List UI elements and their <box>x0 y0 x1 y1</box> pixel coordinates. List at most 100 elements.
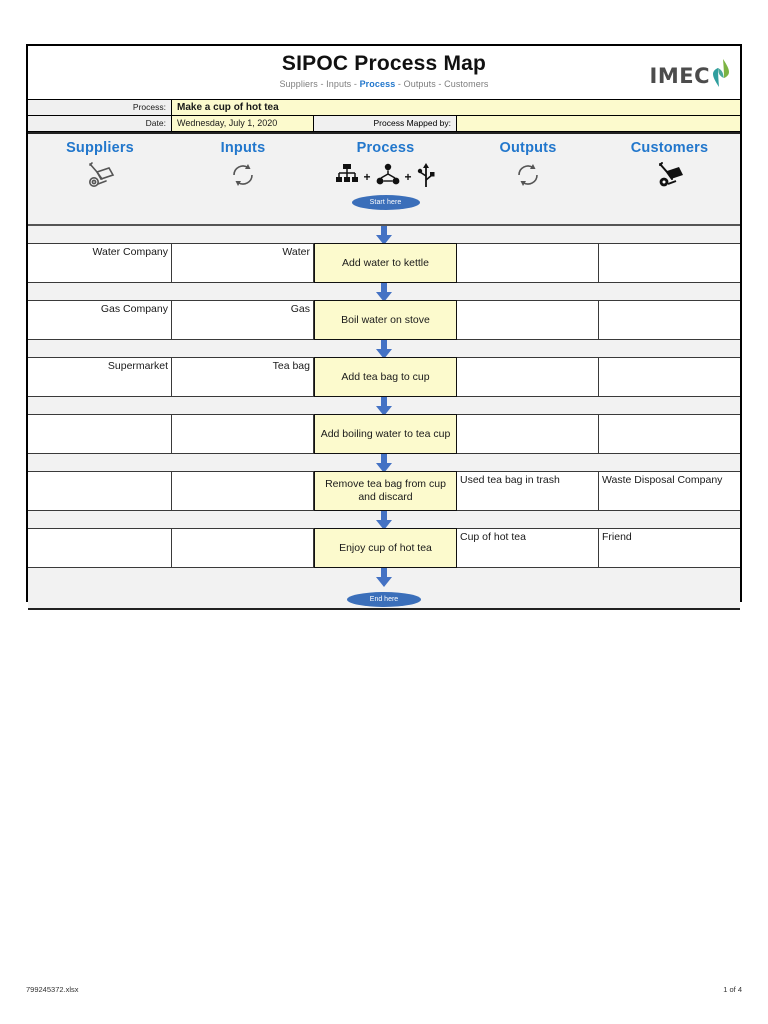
flow-arrow-spacer <box>28 340 740 359</box>
table-row: Enjoy cup of hot tea Cup of hot tea Frie… <box>28 528 740 568</box>
table-row: Water Company Water Add water to kettle <box>28 243 740 283</box>
down-arrow-icon <box>373 340 395 362</box>
cell-customer[interactable] <box>599 244 740 282</box>
cell-input[interactable] <box>172 472 314 510</box>
column-header-customers: Customers <box>599 134 740 224</box>
cell-input[interactable]: Tea bag <box>172 358 314 396</box>
cell-input[interactable]: Gas <box>172 301 314 339</box>
table-row: Add boiling water to tea cup <box>28 414 740 454</box>
cell-process-wrap: Add tea bag to cup <box>314 357 457 397</box>
page-subtitle: Suppliers - Inputs - Process - Outputs -… <box>28 75 740 89</box>
flow-arrow-spacer <box>28 568 740 590</box>
mapped-by-value[interactable] <box>457 116 740 131</box>
cell-supplier[interactable] <box>28 529 172 567</box>
leaf-diamond-icon <box>712 58 730 93</box>
down-arrow-icon <box>373 454 395 476</box>
cell-output[interactable] <box>457 415 599 453</box>
cell-input[interactable] <box>172 529 314 567</box>
sipoc-sheet: SIPOC Process Map Suppliers - Inputs - P… <box>26 44 742 610</box>
people-network-icon <box>376 163 400 192</box>
column-title-customers: Customers <box>630 140 709 156</box>
cell-supplier[interactable] <box>28 472 172 510</box>
cell-output[interactable]: Used tea bag in trash <box>457 472 599 510</box>
cell-supplier[interactable]: Gas Company <box>28 301 172 339</box>
column-header-inputs: Inputs <box>172 134 314 224</box>
cell-process-wrap: Add water to kettle <box>314 243 457 283</box>
process-step-box[interactable]: Add tea bag to cup <box>314 357 457 397</box>
column-header-suppliers: Suppliers <box>28 134 172 224</box>
cell-output[interactable] <box>457 358 599 396</box>
cell-customer[interactable] <box>599 301 740 339</box>
start-here-badge: Start here <box>351 195 420 210</box>
plus-sign-1: + <box>363 170 371 184</box>
cell-output[interactable] <box>457 244 599 282</box>
process-label: Process: <box>28 100 172 115</box>
cell-process-wrap: Enjoy cup of hot tea <box>314 528 457 568</box>
table-row: Gas Company Gas Boil water on stove <box>28 300 740 340</box>
subtitle-post: - Outputs - Customers <box>395 79 489 90</box>
cell-customer[interactable]: Waste Disposal Company <box>602 474 723 486</box>
subtitle-highlight: Process <box>359 79 396 90</box>
cell-output[interactable] <box>457 301 599 339</box>
flow-arrow-spacer <box>28 511 740 530</box>
date-label: Date: <box>28 116 172 131</box>
down-arrow-icon <box>373 226 395 248</box>
process-step-box[interactable]: Remove tea bag from cup and discard <box>314 471 457 511</box>
footer-page-number: 1 of 4 <box>723 985 742 994</box>
column-title-inputs: Inputs <box>220 140 266 156</box>
cell-supplier[interactable]: Supermarket <box>28 358 172 396</box>
cell-process-wrap: Boil water on stove <box>314 300 457 340</box>
table-row: Remove tea bag from cup and discard Used… <box>28 471 740 511</box>
date-value[interactable]: Wednesday, July 1, 2020 <box>172 116 314 131</box>
flow-arrow-spacer <box>28 283 740 302</box>
column-title-outputs: Outputs <box>499 140 557 156</box>
flow-arrow-spacer <box>28 226 740 245</box>
cycle-arrows-icon <box>229 161 257 194</box>
flow-arrow-spacer <box>28 454 740 473</box>
cell-customer[interactable] <box>599 358 740 396</box>
page-footer: 799245372.xlsx 1 of 4 <box>26 985 742 994</box>
cell-supplier[interactable] <box>28 415 172 453</box>
cell-input[interactable] <box>172 415 314 453</box>
logo-text: IMEC <box>649 63 710 88</box>
usb-icon <box>417 162 435 193</box>
imec-logo: IMEC <box>650 58 730 93</box>
cell-input[interactable]: Water <box>172 244 314 282</box>
down-arrow-icon <box>373 397 395 419</box>
footer-filename: 799245372.xlsx <box>26 985 79 994</box>
cell-customer[interactable] <box>599 415 740 453</box>
date-meta-row: Date: Wednesday, July 1, 2020 Process Ma… <box>28 116 740 132</box>
hand-truck-outline-icon <box>84 160 116 195</box>
down-arrow-icon <box>373 283 395 305</box>
process-step-box[interactable]: Add water to kettle <box>314 243 457 283</box>
process-value[interactable]: Make a cup of hot tea <box>172 100 740 115</box>
process-step-box[interactable]: Boil water on stove <box>314 300 457 340</box>
process-step-box[interactable]: Enjoy cup of hot tea <box>314 528 457 568</box>
end-here-badge: End here <box>347 592 421 607</box>
down-arrow-icon <box>373 511 395 533</box>
column-title-process: Process <box>356 140 415 156</box>
subtitle-pre: Suppliers - Inputs - <box>279 79 360 90</box>
column-header-process: Process + <box>314 134 457 224</box>
cell-output[interactable]: Cup of hot tea <box>457 529 599 567</box>
mapped-by-label: Process Mapped by: <box>314 116 457 131</box>
cycle-arrows-icon <box>514 161 542 194</box>
cell-customer[interactable]: Friend <box>602 531 632 543</box>
cell-process-wrap: Remove tea bag from cup and discard <box>314 471 457 511</box>
org-chart-icon <box>336 163 359 192</box>
end-row: End here <box>28 590 740 610</box>
cell-process-wrap: Add boiling water to tea cup <box>314 414 457 454</box>
column-header-outputs: Outputs <box>457 134 599 224</box>
plus-sign-2: + <box>404 170 412 184</box>
title-band: SIPOC Process Map Suppliers - Inputs - P… <box>28 46 740 100</box>
cell-supplier[interactable]: Water Company <box>28 244 172 282</box>
flow-arrow-spacer <box>28 397 740 416</box>
table-row: Supermarket Tea bag Add tea bag to cup <box>28 357 740 397</box>
down-arrow-icon <box>373 568 395 590</box>
process-meta-row: Process: Make a cup of hot tea <box>28 100 740 116</box>
column-title-suppliers: Suppliers <box>66 140 134 156</box>
process-step-box[interactable]: Add boiling water to tea cup <box>314 414 457 454</box>
page-title: SIPOC Process Map <box>281 52 487 75</box>
hand-truck-filled-icon <box>654 160 686 195</box>
column-header-row: Suppliers Inputs <box>28 132 740 226</box>
